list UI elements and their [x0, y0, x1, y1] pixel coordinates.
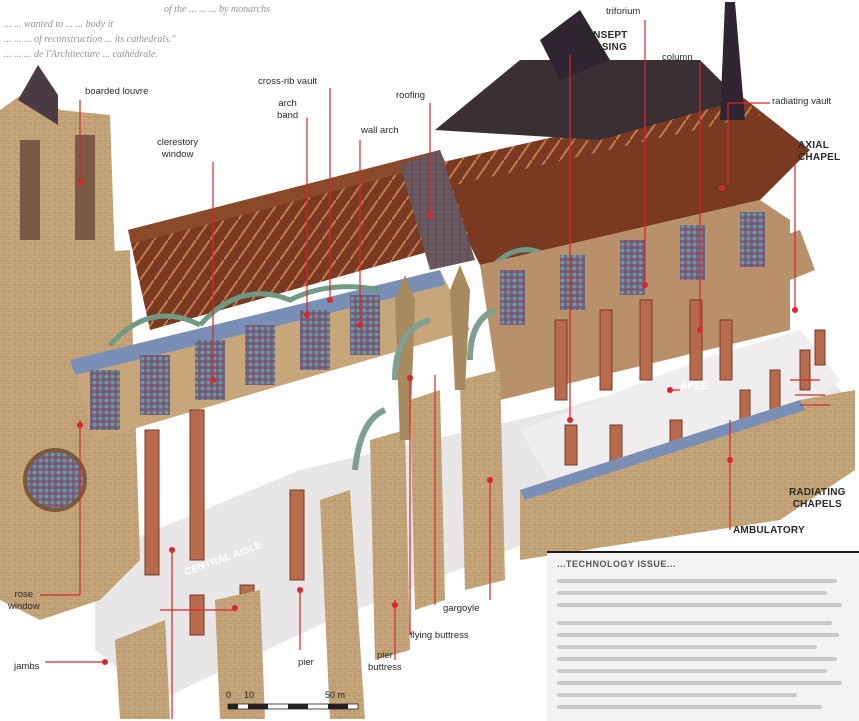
label-transept-crossing: TRANSEPT CROSSING [572, 30, 628, 53]
info-text-line [557, 603, 842, 607]
scale-label-0: 0 [226, 690, 232, 700]
west-facade [0, 65, 140, 620]
info-text-line [557, 645, 817, 649]
flying-buttresses [352, 307, 497, 471]
info-text-line [557, 657, 837, 661]
columns [144, 299, 826, 636]
pier-buttresses [115, 265, 505, 719]
info-text-line [557, 705, 822, 709]
label-pier: pier [298, 657, 314, 668]
label-axial-chapel: AXIAL CHAPEL [798, 140, 841, 163]
nave-north-wall [70, 270, 470, 440]
info-text-line [557, 591, 827, 595]
header-line-3: ... ... ... of reconstruction ... its ca… [4, 34, 176, 45]
apse-roof [430, 2, 810, 265]
header-line-2: ... ... wanted to ... ... body it [4, 19, 114, 30]
header-line-1: of the ... ... ... by monarchs [164, 4, 271, 15]
header-line-4: ... ... ... de l'Architecture ... cathéd… [4, 49, 158, 60]
leader-dots [77, 179, 798, 665]
info-text-line [557, 621, 832, 625]
label-flying-buttress: flying buttress [410, 630, 469, 641]
scale-label-10: 10 [244, 690, 255, 700]
label-cross-rib-vault: cross-rib vault [258, 76, 318, 87]
header-text: of the ... ... ... by monarchs ... ... w… [4, 2, 524, 62]
info-text-line [557, 681, 842, 685]
label-column: column [662, 52, 693, 63]
info-text-line [557, 669, 827, 673]
label-triforium: triforium [606, 6, 641, 17]
info-box-title: ...TECHNOLOGY ISSUE... [557, 559, 676, 569]
info-text-line [557, 693, 797, 697]
label-jambs: jambs [14, 661, 40, 672]
label-rose-window: rose window [8, 589, 40, 612]
label-roofing: roofing [396, 90, 426, 101]
info-text-line [557, 633, 839, 637]
label-gargoyle: gargoyle [443, 603, 480, 614]
leader-lines [40, 20, 830, 719]
label-ambulatory: AMBULATORY [733, 525, 805, 536]
radiating-chapels [520, 230, 855, 560]
scale-bar [227, 703, 359, 710]
label-radiating-vault: radiating vault [772, 96, 832, 107]
label-boarded-louvre: boarded louvre [85, 86, 149, 97]
label-wall-arch: wall arch [361, 125, 399, 136]
info-text-line [557, 579, 837, 583]
label-pier-buttress: pier buttress [368, 650, 402, 673]
scale-label-50: 50 m [325, 690, 346, 700]
label-arch-band: arch band [277, 98, 299, 121]
info-box: ...TECHNOLOGY ISSUE... [547, 551, 859, 721]
label-radiating-chapels: RADIATING CHAPELS [789, 487, 846, 510]
label-clerestory-window: clerestory window [157, 137, 199, 160]
label-apse: APSE [680, 381, 709, 392]
